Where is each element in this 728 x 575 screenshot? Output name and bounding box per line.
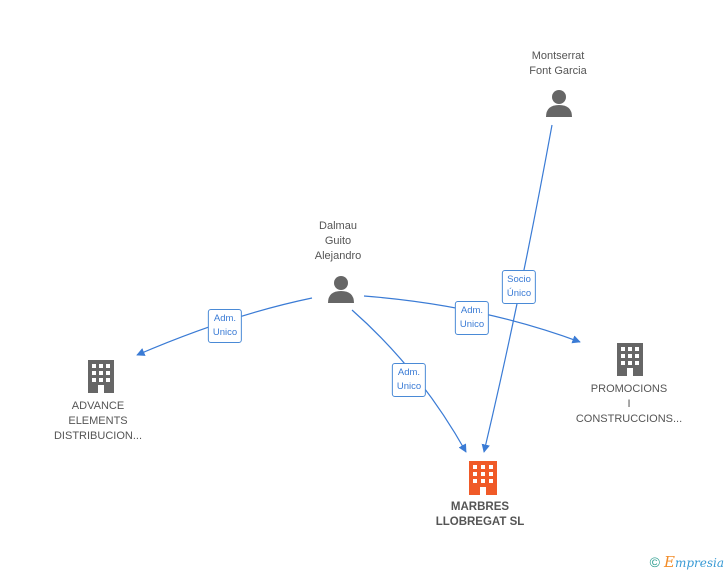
empresia-watermark: © Empresia <box>650 553 724 571</box>
edge-label-line: Socio <box>507 274 531 285</box>
node-label-line: LLOBREGAT SL <box>435 516 525 528</box>
node-label-line: DISTRIBUCION... <box>53 430 143 442</box>
node-label-line: ELEMENTS <box>68 415 128 427</box>
node-label-line: I <box>627 398 631 410</box>
person-icon-dalmau[interactable] <box>328 276 354 303</box>
building-icon-marbres[interactable] <box>469 461 497 495</box>
node-label-line: MARBRES <box>450 501 510 513</box>
building-icon-advance[interactable] <box>88 360 114 393</box>
building-icon-promocions[interactable] <box>617 343 643 376</box>
node-label-line: Montserrat <box>531 50 585 62</box>
edge-label-line: Único <box>506 288 532 299</box>
edge-label-socio-unico[interactable]: Socio Único <box>501 270 537 304</box>
node-label-line: Alejandro <box>314 250 362 262</box>
edge-label-adm-marbres[interactable]: Adm. Unico <box>391 363 427 397</box>
node-label-montserrat[interactable]: Montserrat Font Garcia <box>529 49 586 79</box>
node-label-line: Dalmau <box>319 220 357 232</box>
node-label-dalmau[interactable]: Dalmau Guito Alejandro <box>315 219 361 264</box>
edge-label-line: Unico <box>212 327 238 338</box>
edge-label-line: Adm. <box>213 313 237 324</box>
edge-label-line: Adm. <box>460 305 484 316</box>
node-label-marbres[interactable]: MARBRES LLOBREGAT SL <box>436 500 525 530</box>
empresia-logo: Empresia <box>663 553 724 571</box>
person-icon-montserrat[interactable] <box>546 90 572 117</box>
node-label-advance[interactable]: ADVANCE ELEMENTS DISTRIBUCION... <box>54 399 142 444</box>
node-label-line: CONSTRUCCIONS... <box>575 413 683 425</box>
node-label-line: ADVANCE <box>71 400 125 412</box>
node-label-line: Font Garcia <box>529 65 587 77</box>
edge-label-adm-promocions[interactable]: Adm. Unico <box>454 301 490 335</box>
node-label-promocions[interactable]: PROMOCIONS I CONSTRUCCIONS... <box>576 382 682 427</box>
edge-label-line: Unico <box>396 381 422 392</box>
node-label-line: PROMOCIONS <box>590 383 668 395</box>
edge-label-adm-advance[interactable]: Adm. Unico <box>207 309 243 343</box>
node-label-line: Guito <box>324 235 352 247</box>
edge-label-line: Adm. <box>397 367 421 378</box>
edge-label-line: Unico <box>459 319 485 330</box>
copyright-symbol: © <box>649 554 660 570</box>
